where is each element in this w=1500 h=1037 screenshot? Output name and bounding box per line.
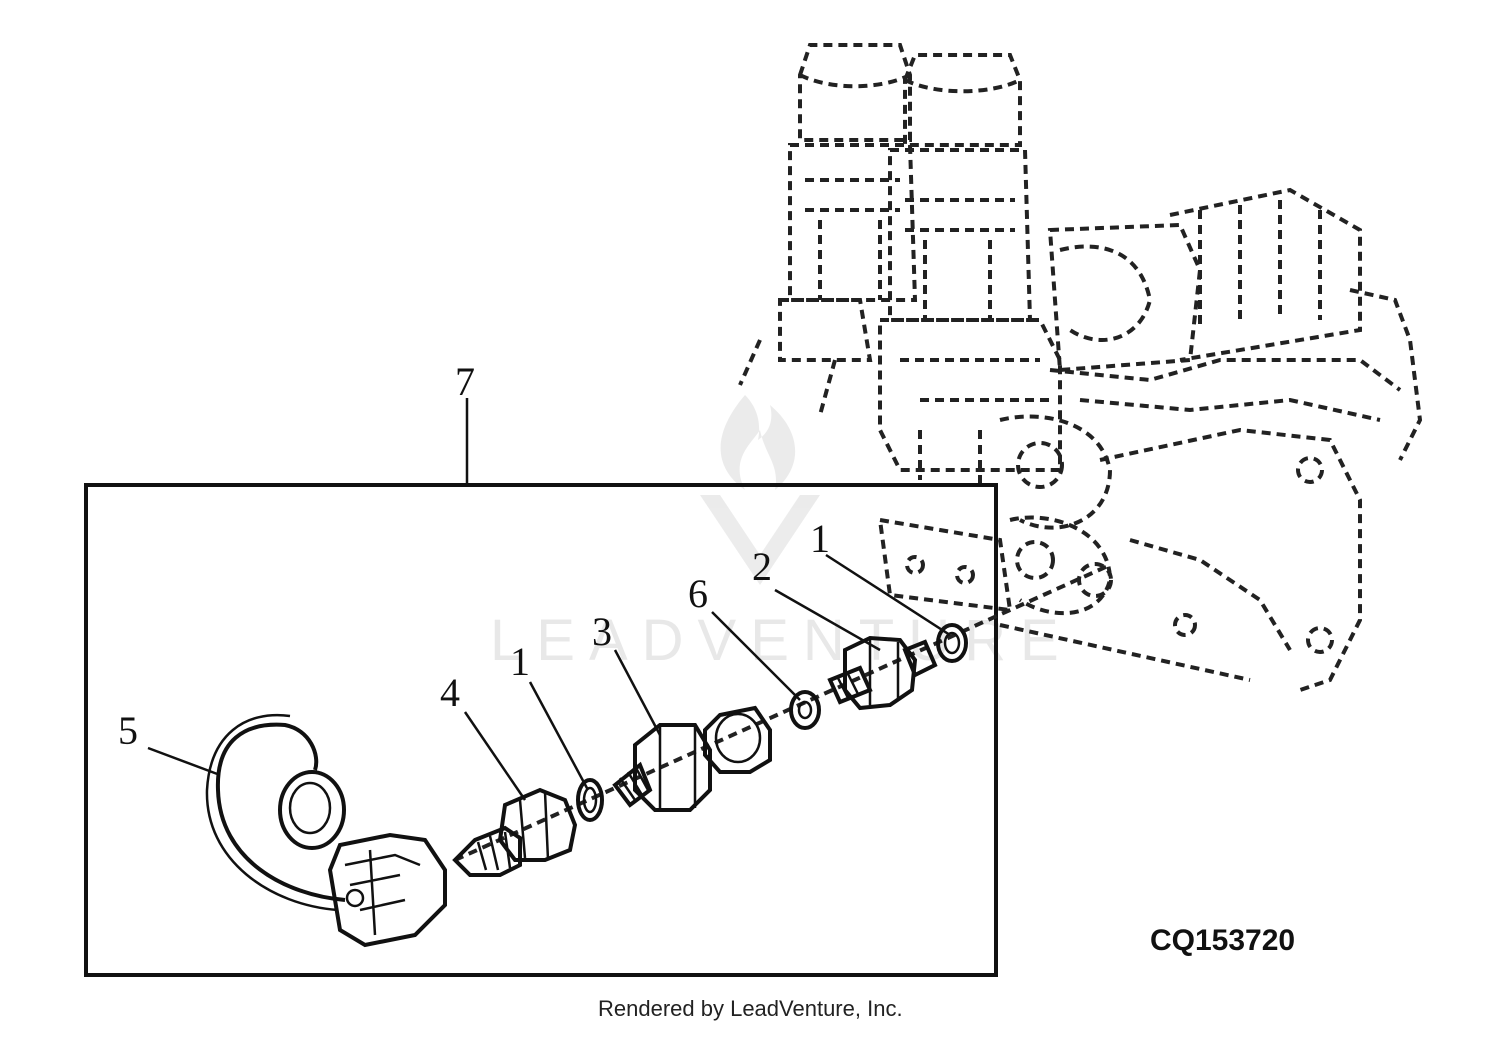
part-2-fitting [827,635,938,711]
part-5-connector-harness [205,713,447,948]
callout-3: 3 [592,609,612,654]
callout-1-lower: 1 [510,639,530,684]
callout-2: 2 [752,544,772,589]
part-1-o-ring-lower-inner [582,786,598,814]
part-1-o-ring-lower [576,778,604,822]
callout-5: 5 [118,708,138,753]
part-6-washer-inner [797,700,813,720]
watermark-text: LEADVENTURE [490,608,1073,673]
kit-boundary-box [84,483,998,977]
callout-6: 6 [688,571,708,616]
callout-7: 7 [455,359,475,404]
callout-leaders [147,553,951,801]
part-6-washer [789,690,821,730]
watermark-logo [700,395,820,585]
part-1-o-ring-upper-inner [943,631,961,655]
part-4-valve-cartridge [452,787,578,877]
part-3-nut-stud [612,705,772,812]
callout-1-upper: 1 [810,516,830,561]
part-1-o-ring-upper [936,623,968,663]
figure-code: CQ153720 [1150,924,1295,957]
callout-4: 4 [440,670,460,715]
footer-credit: Rendered by LeadVenture, Inc. [598,996,903,1021]
valve-assembly-phantom [738,43,1423,692]
